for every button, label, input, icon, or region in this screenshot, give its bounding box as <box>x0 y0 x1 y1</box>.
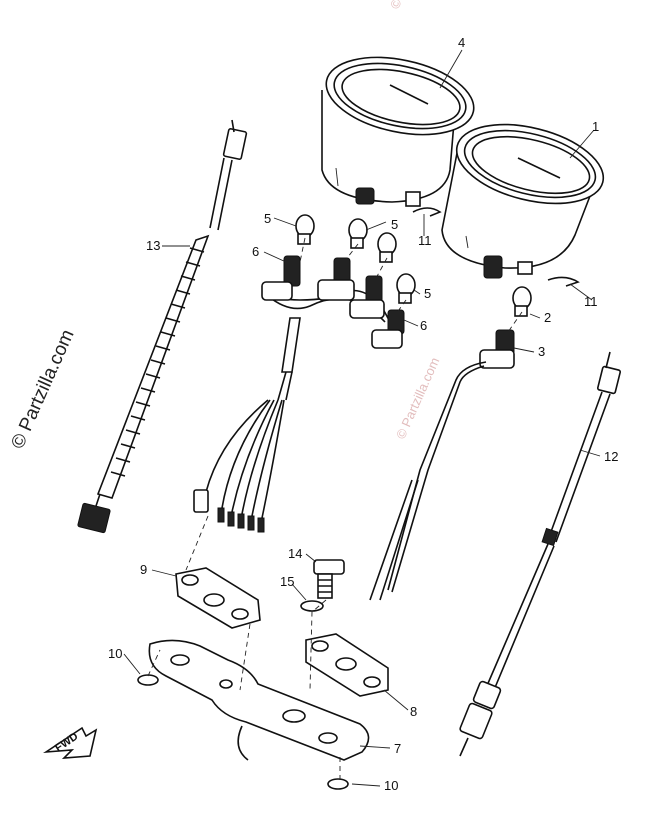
bolt <box>313 559 345 599</box>
callout-12: 12 <box>604 449 618 464</box>
callout-10a: 10 <box>108 646 122 661</box>
callout-11a: 11 <box>418 233 432 248</box>
callout-11b: 11 <box>584 294 598 309</box>
meter-left <box>321 56 475 207</box>
callout-6a: 6 <box>252 244 259 259</box>
washer-bottom <box>327 778 349 790</box>
washer-left <box>137 674 159 686</box>
meter-right <box>441 123 605 279</box>
clip-lower <box>547 276 580 287</box>
watermark-faint-top: © Partzilla.com <box>387 0 436 11</box>
bulb-2 <box>348 218 368 249</box>
bulb-5 <box>512 286 532 317</box>
damper-right <box>305 633 389 697</box>
callout-9: 9 <box>140 562 147 577</box>
callout-4: 4 <box>458 35 465 50</box>
callout-1: 1 <box>592 119 599 134</box>
callout-10b: 10 <box>384 778 398 793</box>
bulb-1 <box>295 214 315 245</box>
fwd-arrow: FWD <box>43 726 98 759</box>
cable-right <box>459 351 622 757</box>
callout-8: 8 <box>410 704 417 719</box>
callout-2: 2 <box>544 310 551 325</box>
bulb-4 <box>396 273 416 304</box>
damper-left <box>175 567 261 629</box>
callout-5a: 5 <box>264 211 271 226</box>
washer-mid <box>300 600 324 612</box>
cable-left <box>77 119 248 534</box>
watermark-side: © Partzilla.com <box>7 327 78 453</box>
callout-6b: 6 <box>420 318 427 333</box>
callout-13: 13 <box>146 238 160 253</box>
clip-upper <box>412 207 442 217</box>
callout-5b: 5 <box>391 217 398 232</box>
bulb-3 <box>377 232 397 263</box>
callout-3: 3 <box>538 344 545 359</box>
socket-right <box>369 329 515 601</box>
callout-15: 15 <box>280 574 294 589</box>
socket-harness <box>193 255 405 533</box>
callout-5c: 5 <box>424 286 431 301</box>
watermark-faint-mid: © Partzilla.com <box>393 355 442 441</box>
callout-7: 7 <box>394 741 401 756</box>
callout-14: 14 <box>288 546 302 561</box>
bracket <box>148 639 370 761</box>
